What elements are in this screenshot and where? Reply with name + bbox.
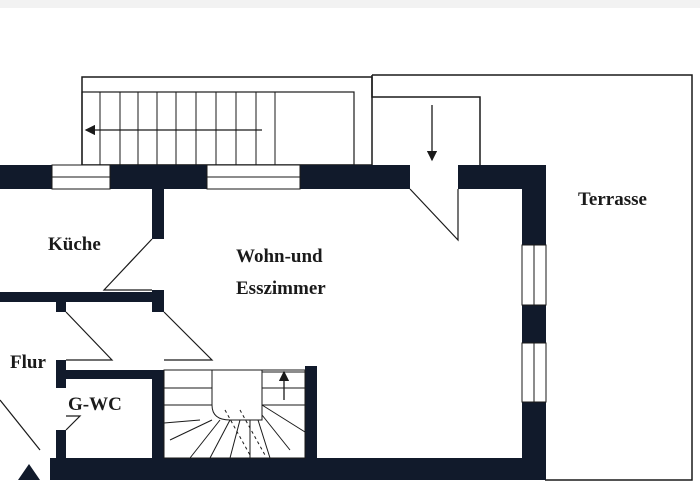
- entrance-marker-icon: [18, 464, 40, 480]
- room-label-flur: Flur: [10, 352, 46, 373]
- room-label-gwc: G-WC: [68, 394, 122, 415]
- doors: [0, 188, 459, 451]
- outer-staircase: [81, 76, 373, 166]
- windows: [51, 164, 547, 403]
- room-label-wohn-line2: Esszimmer: [236, 278, 326, 299]
- room-label-terrasse: Terrasse: [578, 189, 647, 210]
- outer-stair-treads: [99, 92, 276, 165]
- room-label-wohn-line1: Wohn-und: [236, 246, 323, 267]
- inner-staircase: [163, 369, 306, 459]
- top-band: [0, 0, 700, 8]
- room-label-kueche: Küche: [48, 234, 101, 255]
- walls: [0, 165, 546, 480]
